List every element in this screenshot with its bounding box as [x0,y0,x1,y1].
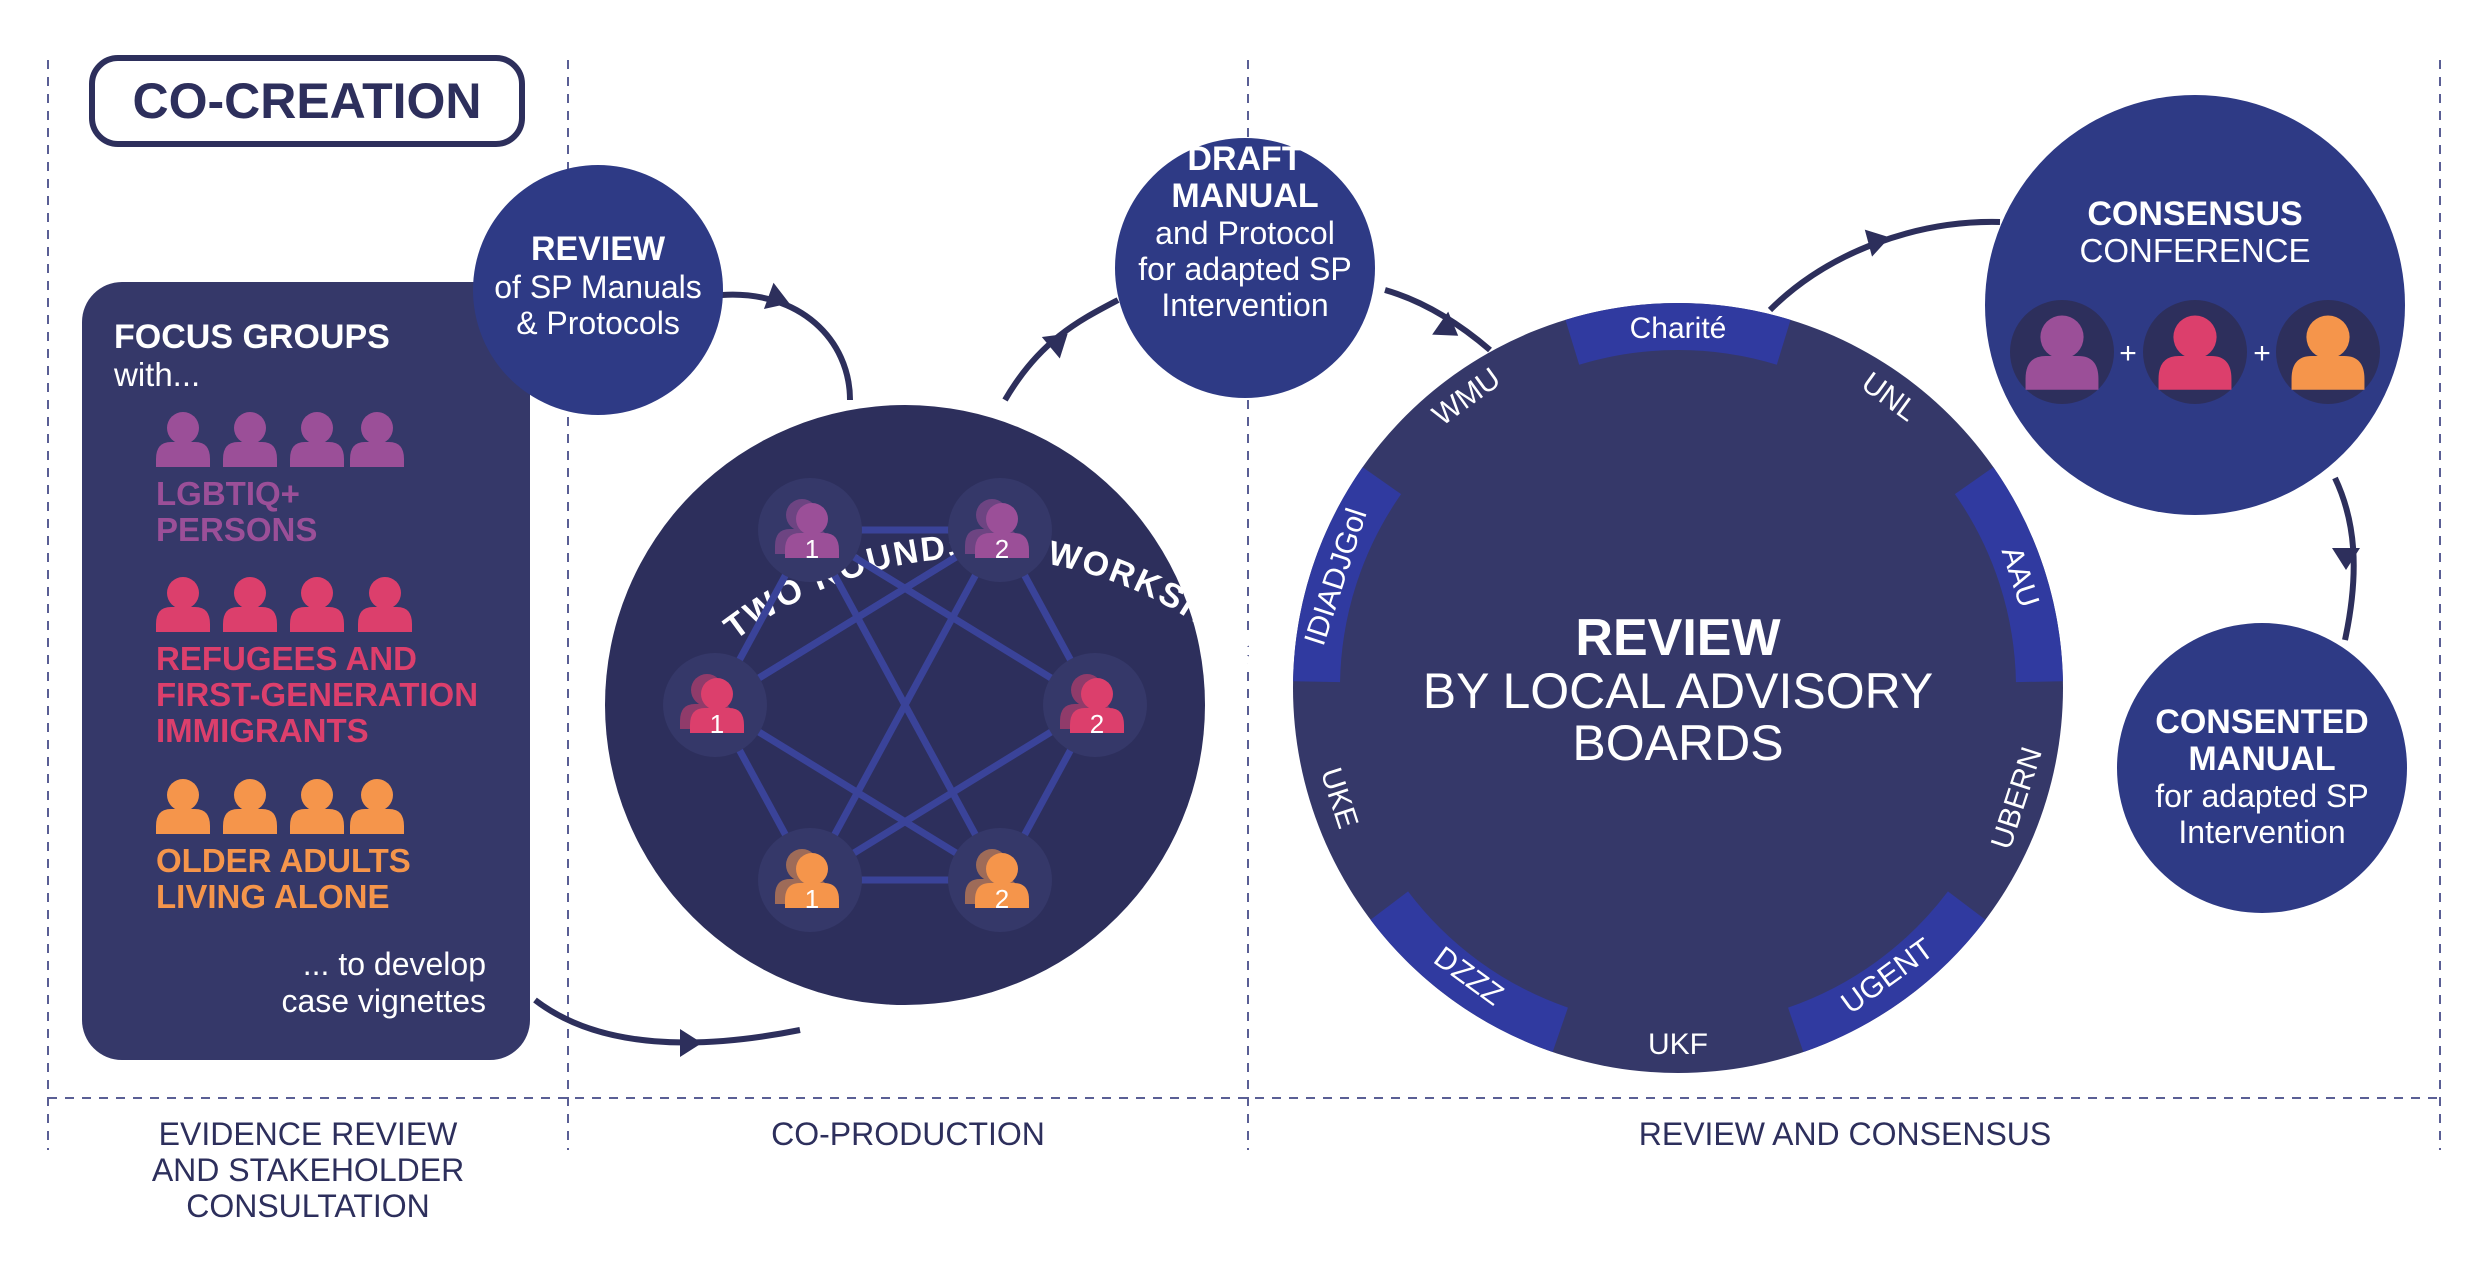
advisory-title: REVIEW [1575,609,1781,667]
board-rim-segment [1565,302,1791,365]
workshop-round-label: 2 [995,534,1009,564]
consented-line2: Intervention [2178,814,2345,850]
board-rim-segment [1954,467,2063,683]
group-older-line1: OLDER ADULTS [156,842,411,879]
focus-subtitle: with... [113,356,200,393]
consented-line1: for adapted SP [2155,778,2368,814]
focus-groups-panel: FOCUS GROUPS with... LGBTIQ+ PERSONS REF… [82,282,530,1060]
advisory-boards-circle: CharitéUNLAAUUBERNUGENTUKFDZZZUKEIDIADJG… [1293,302,2063,1073]
draft-line3: Intervention [1161,287,1328,323]
draft-title1: DRAFT [1187,140,1302,178]
phase-dividers [47,60,2441,1150]
phase1-line2: AND STAKEHOLDER [152,1152,464,1188]
arrow-review-to-workshops [721,291,853,401]
consented-title2: MANUAL [2188,740,2335,778]
consensus-circle: CONSENSUS CONFERENCE + + [1985,95,2405,515]
arrow-focus-to-workshops [533,997,801,1046]
consented-title1: CONSENTED [2155,703,2368,741]
arrow-heads [680,229,2360,1057]
workshop-nodes: 1 2 1 2 1 2 [663,478,1147,932]
workshop-node: 1 [663,653,767,757]
consensus-subtitle: CONFERENCE [2079,232,2310,269]
consensus-people: + + [2010,300,2380,404]
workshop-round-label: 1 [710,709,724,739]
workshop-round-label: 1 [805,534,819,564]
workshop-node: 2 [1043,653,1147,757]
focus-footer-line2: case vignettes [281,983,486,1019]
phase2-label: CO-PRODUCTION [771,1116,1045,1152]
workshop-round-label: 1 [805,884,819,914]
arrow-advisory-to-consensus [1767,218,2001,313]
phase-labels: EVIDENCE REVIEW AND STAKEHOLDER CONSULTA… [152,1116,2051,1224]
draft-line2: for adapted SP [1138,251,1351,287]
consented-manual-circle: CONSENTED MANUAL for adapted SP Interven… [2117,623,2407,913]
group-older-line2: LIVING ALONE [156,878,389,915]
workshop-round-label: 2 [995,884,1009,914]
group-lgbtiq-line2: PERSONS [156,511,317,548]
review-line2: & Protocols [516,305,680,341]
group-refugees-line2: FIRST-GENERATION [156,676,478,713]
advisory-line1: BY LOCAL ADVISORY [1423,663,1933,719]
board-label: UKF [1648,1028,1708,1061]
draft-line1: and Protocol [1155,215,1335,251]
draft-title2: MANUAL [1171,177,1318,215]
board-rim-segment [1370,891,1568,1053]
group-lgbtiq-line1: LGBTIQ+ [156,475,300,512]
workshop-network-lines [711,526,1099,884]
group-refugees-line1: REFUGEES AND [156,640,417,677]
arrow-draft-to-advisory [1384,287,1492,353]
advisory-line2: BOARDS [1572,715,1783,771]
review-title: REVIEW [531,230,666,268]
board-label: Charité [1630,312,1727,345]
review-manuals-circle: REVIEW of SP Manuals & Protocols [473,165,723,415]
badge-label: CO-CREATION [132,73,481,129]
co-creation-badge: CO-CREATION [89,55,525,147]
board-rim-segments [1293,302,2063,1053]
workshop-node: 1 [758,478,862,582]
draft-manual-circle: DRAFT MANUAL and Protocol for adapted SP… [1115,138,1375,398]
focus-footer-line1: ... to develop [303,946,486,982]
workshop-node: 1 [758,828,862,932]
plus-2: + [2253,337,2271,370]
phase1-line3: CONSULTATION [186,1188,430,1224]
board-rim-segment [1293,467,1402,683]
phase3-label: REVIEW AND CONSENSUS [1639,1116,2052,1152]
focus-title: FOCUS GROUPS [114,318,390,356]
consensus-title: CONSENSUS [2087,195,2302,233]
workshop-node: 2 [948,828,1052,932]
group-refugees-line3: IMMIGRANTS [156,712,369,749]
phase1-line1: EVIDENCE REVIEW [159,1116,459,1152]
review-line1: of SP Manuals [494,269,702,305]
workshop-round-label: 2 [1090,709,1104,739]
board-rim-segment [1788,891,1986,1053]
plus-1: + [2119,337,2137,370]
workshop-node: 2 [948,478,1052,582]
